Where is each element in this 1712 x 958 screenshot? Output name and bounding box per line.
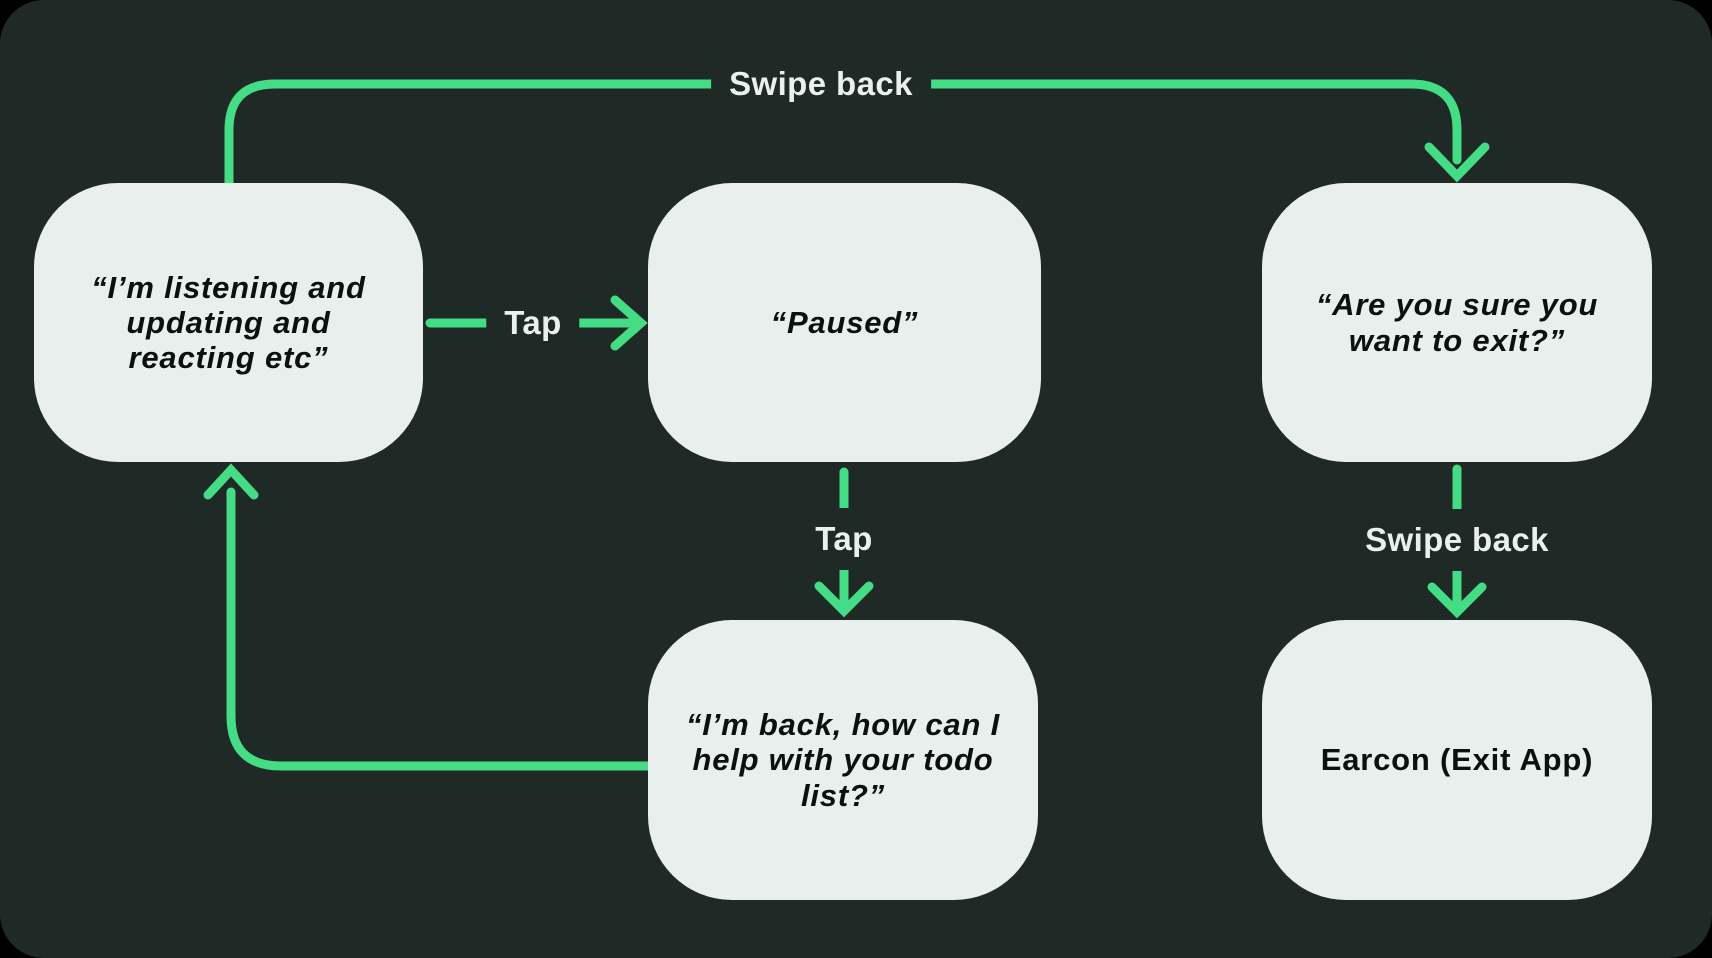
edge-label-swipe-back-right: Swipe back [1351,509,1563,571]
edge-label-tap-horizontal: Tap [486,302,580,344]
node-paused-text: “Paused” [770,304,919,340]
node-exit-confirm-text: “Are you sure you want to exit?” [1315,287,1599,358]
node-back-todo: “I’m back, how can I help with your todo… [648,620,1038,900]
node-back-todo-text: “I’m back, how can I help with your todo… [685,707,1001,813]
node-listening-text: “I’m listening and updating and reacting… [91,269,366,375]
node-earcon-exit: Earcon (Exit App) [1262,620,1652,900]
node-exit-confirm: “Are you sure you want to exit?” [1262,183,1652,462]
node-earcon-text: Earcon (Exit App) [1320,742,1594,778]
arrow-loop-back [203,463,660,771]
node-listening: “I’m listening and updating and reacting… [34,183,423,462]
node-paused: “Paused” [648,183,1041,462]
edge-label-swipe-back-top: Swipe back [711,63,931,105]
edge-label-tap-vertical: Tap [801,508,887,570]
